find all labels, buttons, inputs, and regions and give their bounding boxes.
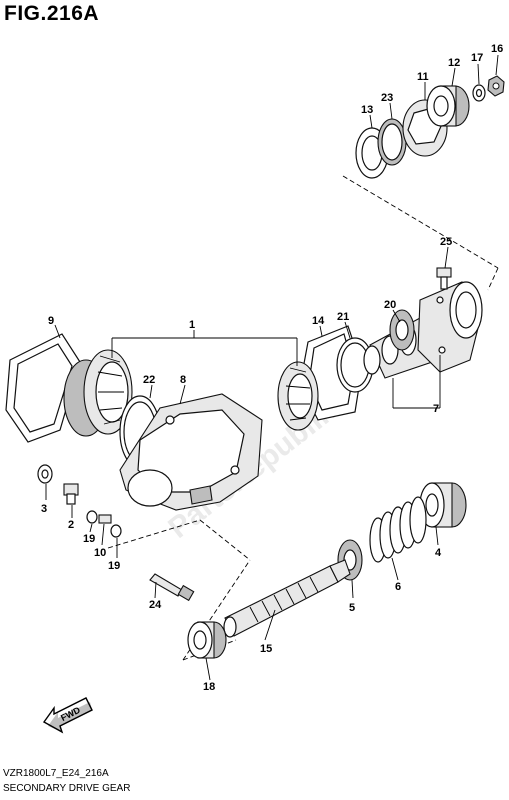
part-23-oring[interactable] [377,118,407,166]
callout-20: 20 [384,299,396,311]
part-20-bearing[interactable] [389,309,415,351]
callout-19a: 19 [83,533,95,545]
part-25-bolt[interactable] [436,267,452,290]
callout-5: 5 [349,602,355,614]
callout-17: 17 [471,52,483,64]
callout-11: 11 [417,71,429,83]
part-12-bearing[interactable] [426,85,470,127]
part-8-gear-case[interactable] [119,393,263,511]
callout-12: 12 [448,57,460,69]
callout-24: 24 [149,599,162,611]
callout-2: 2 [68,519,74,531]
part-15-propeller-shaft[interactable] [223,559,351,638]
fwd-arrow-icon: FWD [42,697,93,734]
callout-6: 6 [395,581,401,593]
callout-13: 13 [361,104,373,116]
part-21-oring[interactable] [336,337,374,393]
callout-16: 16 [491,43,503,55]
part-1-bevel-gear-right[interactable] [277,361,319,431]
part-7-shaft-housing[interactable] [363,281,483,379]
callout-23: 23 [381,92,393,104]
footer-figure-name: SECONDARY DRIVE GEAR [3,783,131,794]
callout-10: 10 [94,547,106,559]
callout-14: 14 [312,315,325,327]
part-2-bolt[interactable] [63,483,79,505]
part-10-dowel[interactable] [98,514,112,524]
callout-18: 18 [203,681,215,693]
callout-25: 25 [440,236,452,248]
callout-4: 4 [435,547,442,559]
part-18-bearing[interactable] [187,621,227,659]
callout-7: 7 [433,403,439,415]
part-1-bevel-gear-left[interactable] [63,349,133,437]
callout-22: 22 [143,374,155,386]
callout-3: 3 [41,503,47,515]
leader-lines [45,54,499,681]
part-4-bearing[interactable] [419,482,467,528]
callout-1: 1 [189,319,195,331]
part-9-gasket[interactable] [5,333,81,443]
callout-numbers: 1 9 22 8 3 2 19 10 19 24 13 23 11 12 17 … [41,43,503,693]
callout-9: 9 [48,315,54,327]
figure-title: FIG.216A [4,2,100,25]
part-24-bolt[interactable] [149,573,195,602]
callout-15: 15 [260,643,272,655]
callout-19b: 19 [108,560,120,572]
callout-21: 21 [337,311,349,323]
part-6-spring[interactable] [369,496,427,563]
part-19-washer-a[interactable] [86,510,98,524]
part-17-washer[interactable] [472,84,486,102]
part-3-washer[interactable] [37,464,53,484]
callout-8: 8 [180,374,186,386]
part-16-nut[interactable] [487,75,505,97]
footer-figure-code: VZR1800L7_E24_216A [3,768,109,779]
part-19-washer-b[interactable] [110,524,122,538]
